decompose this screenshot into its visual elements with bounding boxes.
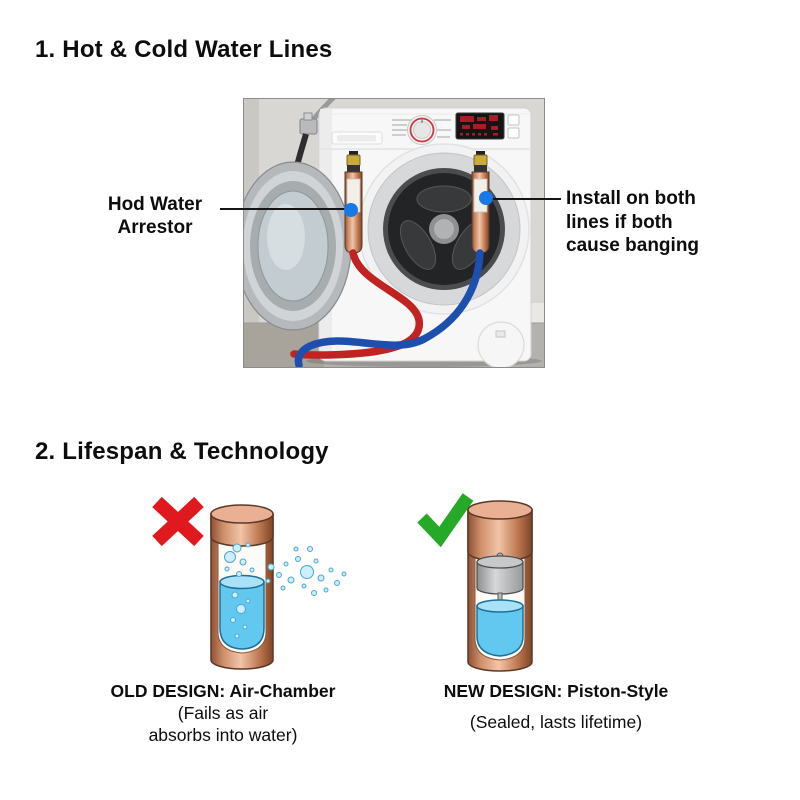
air-bubbles-inside bbox=[224, 542, 255, 639]
washer-illustration bbox=[244, 99, 544, 367]
section2-title: 2. Lifespan & Technology bbox=[35, 438, 329, 465]
left-callout: Hod Water Arrestor bbox=[85, 193, 225, 239]
cross-icon bbox=[152, 496, 204, 547]
program-knob bbox=[407, 115, 437, 145]
sealed-water bbox=[476, 599, 524, 657]
check-icon bbox=[417, 493, 474, 548]
old-design-illustration bbox=[152, 496, 347, 670]
right-connection-dot-icon bbox=[479, 191, 493, 205]
left-callout-line2: Arrestor bbox=[117, 217, 193, 238]
new-design-subtext-line1: (Sealed, lasts lifetime) bbox=[469, 712, 643, 732]
old-design-subtext-line2: absorbs into water) bbox=[148, 725, 298, 745]
new-design-illustration bbox=[417, 493, 533, 672]
arrestor-left bbox=[344, 151, 363, 254]
air-bubbles-escaping bbox=[265, 546, 347, 596]
right-callout-line1: Install on both bbox=[566, 188, 696, 209]
section1-title: 1. Hot & Cold Water Lines bbox=[35, 36, 333, 63]
left-callout-line1: Hod Water bbox=[107, 194, 203, 215]
display-panel bbox=[455, 112, 505, 140]
hot-water-hose bbox=[290, 249, 423, 359]
piston bbox=[476, 552, 524, 616]
new-design-heading: NEW DESIGN: Piston-Style bbox=[443, 681, 669, 701]
right-leader-line bbox=[487, 198, 561, 200]
right-callout-line2: lines if both bbox=[566, 211, 673, 233]
air-chamber-water bbox=[219, 574, 265, 650]
old-design-heading: OLD DESIGN: Air-Chamber bbox=[110, 681, 336, 701]
service-hatch bbox=[477, 321, 525, 367]
right-callout: Install on both lines if both cause bang… bbox=[566, 187, 699, 258]
detergent-drawer bbox=[331, 131, 383, 145]
old-design-caption: OLD DESIGN: Air-Chamber (Fails as air ab… bbox=[62, 680, 384, 746]
old-design-subtext-line1: (Fails as air bbox=[177, 703, 269, 723]
right-callout-line3: cause banging bbox=[566, 235, 700, 256]
left-leader-line bbox=[220, 208, 351, 210]
washer-photo bbox=[243, 98, 545, 368]
new-design-caption: NEW DESIGN: Piston-Style (Sealed, lasts … bbox=[395, 680, 717, 733]
left-connection-dot-icon bbox=[344, 203, 358, 217]
cold-water-hose bbox=[294, 249, 484, 367]
panel-buttons bbox=[507, 114, 520, 139]
open-door bbox=[244, 161, 352, 331]
